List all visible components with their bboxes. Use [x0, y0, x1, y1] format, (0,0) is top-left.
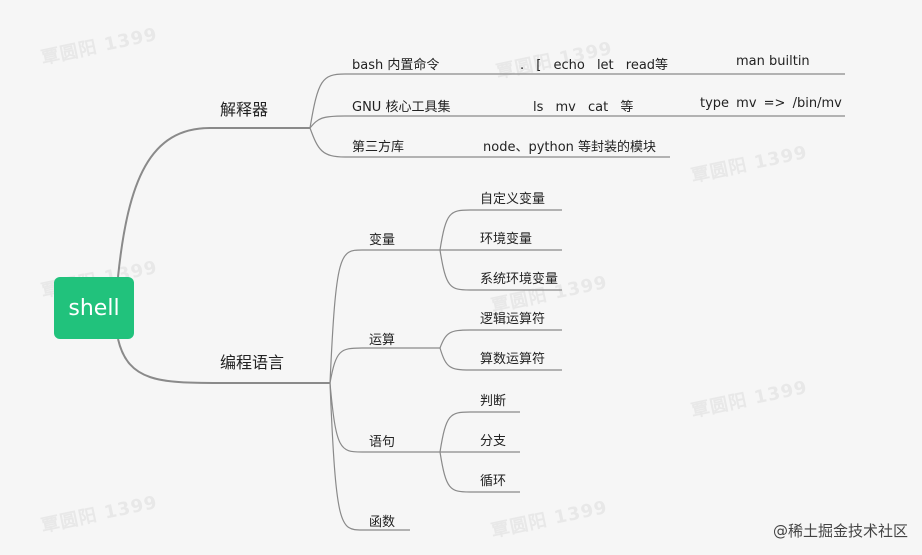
node-system-env-variable: 系统环境变量: [480, 272, 559, 287]
node-branch: 分支: [480, 434, 507, 449]
node-statement: 语句: [369, 435, 396, 450]
node-gnu-coreutils-extra: type mv => /bin/mv: [700, 96, 842, 111]
node-gnu-coreutils: GNU 核心工具集: [352, 100, 451, 115]
node-loop: 循环: [480, 474, 507, 489]
node-function: 函数: [369, 515, 396, 530]
node-bash-builtin-detail: . [ echo let read等: [520, 58, 669, 73]
node-variable: 变量: [369, 233, 396, 248]
node-third-party-lib-detail: node、python 等封装的模块: [483, 140, 657, 155]
node-bash-builtin: bash 内置命令: [352, 58, 440, 73]
node-gnu-coreutils-detail: ls mv cat 等: [533, 100, 634, 115]
node-operation: 运算: [369, 333, 396, 348]
node-logical-operator: 逻辑运算符: [480, 312, 546, 327]
root-node-shell: shell: [54, 277, 134, 339]
node-custom-variable: 自定义变量: [480, 192, 546, 207]
attribution-label: @稀土掘金技术社区: [772, 522, 908, 540]
node-env-variable: 环境变量: [480, 232, 533, 247]
node-arithmetic-operator: 算数运算符: [480, 352, 546, 367]
node-interpreter: 解释器: [220, 100, 269, 119]
node-programming-language: 编程语言: [220, 353, 285, 372]
node-bash-builtin-extra: man builtin: [736, 54, 810, 69]
node-third-party-lib: 第三方库: [352, 140, 405, 155]
node-condition: 判断: [480, 394, 507, 409]
